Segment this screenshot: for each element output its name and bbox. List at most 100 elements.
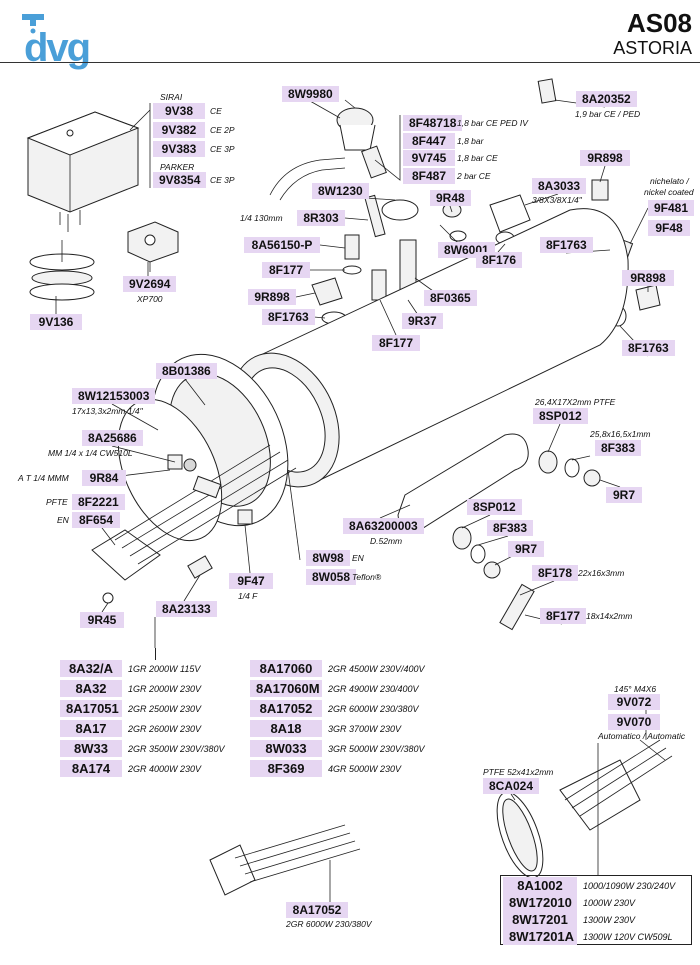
part-note: EN	[57, 515, 69, 525]
table-code: 8W17201A	[503, 928, 577, 945]
part-label: 8F654	[72, 512, 120, 528]
part-label: 8F177	[262, 262, 310, 278]
part-label: 9F481	[648, 200, 695, 216]
part-label: 9V382	[153, 122, 205, 138]
part-note: 2 bar CE	[457, 171, 491, 181]
table-code: 8W33	[60, 740, 122, 757]
table-row: 8W033 3GR 5000W 230V/380V	[250, 740, 432, 758]
part-label: 8A25686	[82, 430, 143, 446]
pressostat-drawing	[26, 111, 140, 301]
table-desc: 2GR 4500W 230V/400V	[328, 664, 425, 674]
part-label: 8F447	[403, 133, 455, 149]
xp700-drawing	[127, 221, 179, 272]
part-note: 1/4 130mm	[240, 213, 283, 223]
table-desc: 2GR 4900W 230/400V	[328, 684, 419, 694]
table-desc: 1000W 230V	[583, 898, 636, 908]
part-label: 9R48	[430, 190, 471, 206]
part-label: 9R7	[606, 487, 642, 503]
part-note: 1,8 bar CE PED IV	[457, 118, 528, 128]
part-label: 8A56150-P	[244, 237, 320, 253]
table-desc: 4GR 5000W 230V	[328, 764, 402, 774]
part-label: 8CA024	[483, 778, 540, 794]
part-label: 8F176	[476, 252, 523, 268]
part-note: 18x14x2mm	[586, 611, 633, 621]
table-desc: 3GR 5000W 230V/380V	[328, 744, 425, 754]
part-label: 9R7	[508, 541, 544, 557]
part-label: 8W1230	[312, 183, 369, 199]
part-label: 8F178	[532, 565, 579, 581]
part-note: PFTE	[46, 497, 68, 507]
table-code: 8W033	[250, 740, 322, 757]
table-desc: 1300W 120V CW509L	[583, 932, 673, 942]
table-code: 8A32	[60, 680, 122, 697]
lower-manifold-drawing	[397, 433, 601, 631]
table-code: 8A174	[60, 760, 122, 777]
part-label: 8F48718	[403, 115, 463, 131]
part-label: 8SP012	[467, 499, 522, 515]
table-desc: 1000/1090W 230/240V	[583, 881, 676, 891]
heating-element-drawing	[91, 444, 297, 604]
part-note: CE	[210, 106, 222, 116]
part-label: 8SP012	[533, 408, 588, 424]
part-label: 9R84	[82, 470, 126, 486]
part-note: D.52mm	[370, 536, 403, 546]
part-note: 2GR 6000W 230/380V	[286, 919, 372, 929]
page-title: AS08	[626, 8, 692, 38]
table-code: 8A17060	[250, 660, 322, 677]
header-divider	[0, 62, 700, 63]
part-label: 9F47	[229, 573, 273, 589]
part-label: 8W9980	[282, 86, 339, 102]
part-note: 1,8 bar	[457, 136, 484, 146]
part-label: 9V070	[608, 714, 660, 730]
part-note: 1/4 F	[238, 591, 258, 601]
part-label: 8F177	[540, 608, 587, 624]
part-note: 1,9 bar CE / PED	[575, 109, 641, 119]
part-note: MM 1/4 x 1/4 CW510L	[48, 448, 133, 458]
table-desc: 1GR 2000W 230V	[128, 684, 202, 694]
element-bottom-center-drawing	[209, 824, 361, 896]
part-label: 8A63200003	[343, 518, 424, 534]
part-note: PARKER	[160, 162, 195, 172]
part-label: 9R45	[80, 612, 124, 628]
table-desc: 3GR 3700W 230V	[328, 724, 402, 734]
table-desc: 2GR 4000W 230V	[128, 764, 202, 774]
part-label: 9V38	[153, 103, 205, 119]
part-note: 1,8 bar CE	[457, 153, 498, 163]
part-label: 8F0365	[424, 290, 477, 306]
part-label: 8R303	[297, 210, 345, 226]
table-frame-line	[155, 648, 156, 660]
safety-valve-drawing	[269, 99, 387, 201]
part-note: 145° M4X6	[614, 684, 657, 694]
part-label: 8F383	[487, 520, 534, 536]
part-label: 9V072	[608, 694, 660, 710]
part-note: 22x16x3mm	[578, 568, 625, 578]
part-note: A T 1/4 MMM	[18, 473, 69, 483]
table-code: 8W172010	[503, 894, 577, 911]
table-row: 8A17060 2GR 4500W 230V/400V	[250, 660, 432, 678]
part-label: 9V8354	[153, 172, 207, 188]
table-desc: 1GR 2000W 115V	[128, 664, 201, 674]
part-label: 8W12153003	[72, 388, 156, 404]
table-desc: 2GR 2500W 230V	[128, 704, 202, 714]
part-label: 8A3033	[532, 178, 587, 194]
table-row: 8A32 1GR 2000W 230V	[60, 680, 242, 698]
part-label: 9V2694	[123, 276, 177, 292]
part-label: 9R898	[580, 150, 630, 166]
part-note: SIRAI	[160, 92, 183, 102]
part-label: 8A17052	[286, 902, 348, 918]
table-desc: 2GR 2600W 230V	[128, 724, 202, 734]
part-label: 8F383	[595, 440, 642, 456]
part-label: 9F48	[648, 220, 690, 236]
part-label: 9V136	[30, 314, 82, 330]
page-subtitle: ASTORIA	[613, 38, 692, 58]
